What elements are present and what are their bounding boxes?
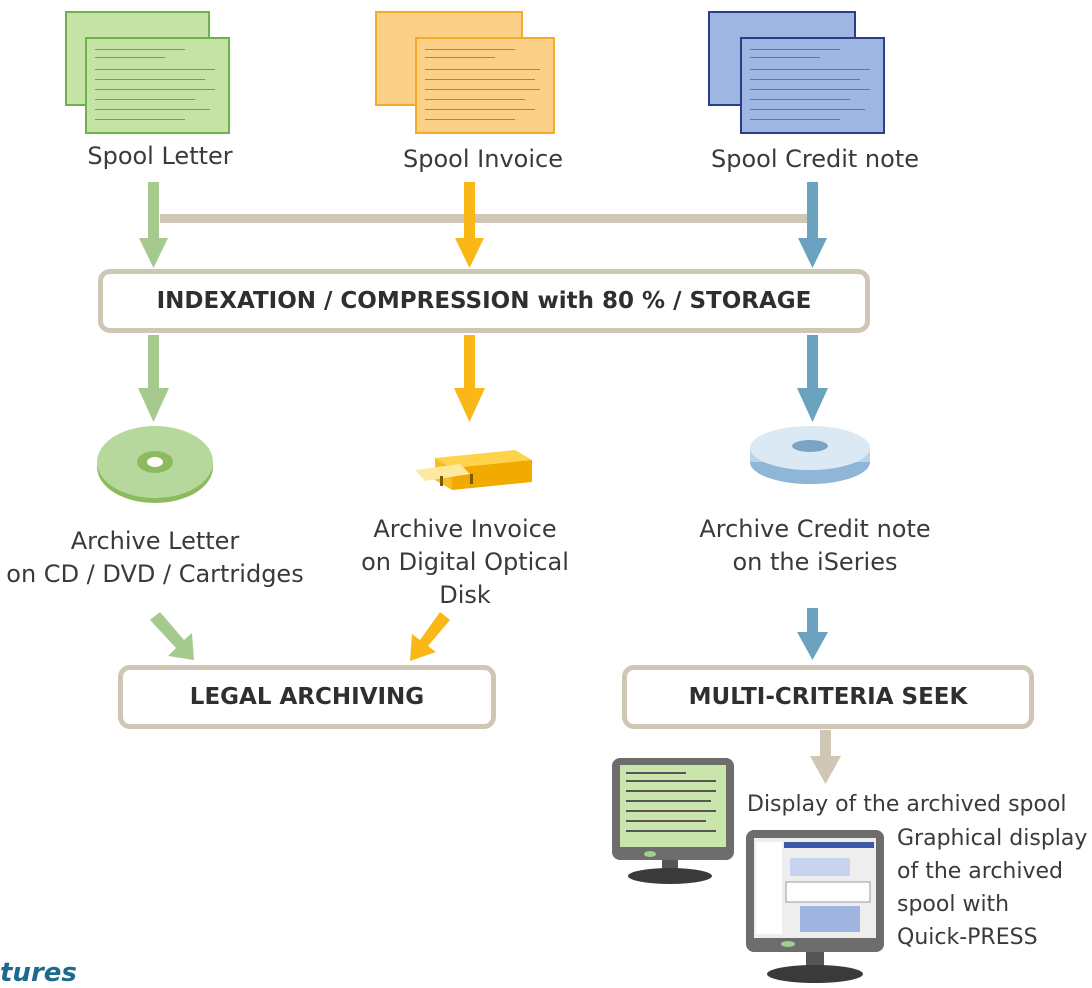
monitor-icon-2 (746, 830, 884, 983)
spool-credit-label: Spool Credit note (710, 145, 919, 173)
process-box: INDEXATION / COMPRESSION with 80 % / STO… (98, 269, 870, 333)
arrow-green-1 (139, 182, 168, 268)
spool-invoice-doc-front (415, 37, 555, 134)
graphical-line3: spool with (897, 892, 1010, 917)
arrow-green-diagonal (150, 612, 194, 660)
connector-bar (160, 214, 810, 223)
iseries-disk-icon (750, 426, 870, 484)
graphical-line1: Graphical display (897, 826, 1088, 851)
arrow-orange-2 (454, 335, 485, 422)
multi-criteria-seek-box: MULTI-CRITERIA SEEK (622, 665, 1034, 729)
arrow-blue-2 (797, 335, 828, 422)
archive-credit-line1: Archive Credit note (699, 515, 931, 543)
graphical-line4: Quick-PRESS (897, 925, 1038, 950)
graphical-line2: of the archived (897, 859, 1064, 884)
spool-invoice-label: Spool Invoice (403, 145, 563, 173)
arrow-blue-1 (798, 182, 827, 268)
legal-archiving-box: LEGAL ARCHIVING (118, 665, 496, 729)
brand-fragment: tures (0, 958, 77, 988)
archive-letter-line1: Archive Letter (70, 527, 240, 555)
optical-disk-drive-icon (415, 450, 532, 490)
cd-disc-icon (97, 426, 213, 503)
arrow-orange-diagonal (410, 612, 450, 661)
arrow-green-2 (138, 335, 169, 422)
arrow-blue-3 (797, 608, 828, 660)
arrow-beige (810, 730, 841, 784)
multi-criteria-seek-label: MULTI-CRITERIA SEEK (688, 684, 968, 710)
archive-invoice-line1: Archive Invoice (373, 515, 557, 543)
legal-archiving-label: LEGAL ARCHIVING (189, 684, 425, 710)
spool-credit-doc-front (740, 37, 885, 134)
process-box-label: INDEXATION / COMPRESSION with 80 % / STO… (156, 288, 812, 314)
archive-letter-line2: on CD / DVD / Cartridges (6, 560, 304, 588)
archive-invoice-line3: Disk (439, 581, 491, 609)
display-spool-label: Display of the archived spool (747, 792, 1067, 817)
monitor-icon-1 (612, 758, 734, 884)
archive-invoice-line2: on Digital Optical (361, 548, 569, 576)
spool-letter-doc-front (85, 37, 230, 134)
archive-credit-line2: on the iSeries (732, 548, 898, 576)
arrow-orange-1 (455, 182, 484, 268)
spool-letter-label: Spool Letter (87, 142, 233, 170)
